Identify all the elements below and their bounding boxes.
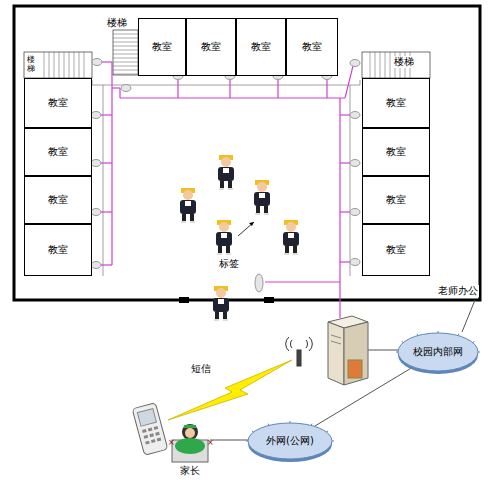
network-disc: 校园内部网 <box>396 328 480 376</box>
stair-label: 楼梯 <box>393 56 415 68</box>
node-text: 教室 <box>48 96 68 110</box>
classroom-box: 教室 <box>24 128 92 176</box>
node-text: 教室 <box>48 243 68 257</box>
node-text: 教室 <box>386 193 406 207</box>
office-label: 老师办公 <box>437 285 479 297</box>
node-text: 教室 <box>386 145 406 159</box>
network-disc: 外网(公网) <box>246 418 334 464</box>
classroom-box: 教室 <box>362 78 430 128</box>
tag-label: 标签 <box>218 258 240 270</box>
classroom-box: 教室 <box>362 224 430 276</box>
node-text: 教室 <box>302 40 322 54</box>
node-text: 教室 <box>201 40 221 54</box>
node-text: 教室 <box>386 96 406 110</box>
classroom-box: 教室 <box>138 18 186 76</box>
classroom-box: 教室 <box>236 18 286 76</box>
node-text: 教室 <box>152 40 172 54</box>
node-text: 教室 <box>251 40 271 54</box>
classroom-box: 教室 <box>362 128 430 176</box>
classroom-box: 教室 <box>24 78 92 128</box>
sms-label: 短信 <box>190 363 212 375</box>
node-text: 教室 <box>48 145 68 159</box>
svg-text:×: × <box>207 438 214 447</box>
classroom-box: 教室 <box>362 176 430 224</box>
node-text: 教室 <box>386 243 406 257</box>
stair-label: 楼梯 <box>27 56 35 74</box>
classroom-box: 教室 <box>186 18 236 76</box>
node-text: 外网(公网) <box>266 434 314 448</box>
classroom-box: 教室 <box>24 224 92 276</box>
parent-label: 家长 <box>179 465 201 477</box>
node-text: 教室 <box>48 193 68 207</box>
node-text: 校园内部网 <box>413 345 463 359</box>
svg-text:×: × <box>168 438 175 447</box>
stair-label: 楼梯 <box>106 17 128 29</box>
classroom-box: 教室 <box>24 176 92 224</box>
classroom-box: 教室 <box>286 18 338 76</box>
network-link <box>314 367 413 426</box>
